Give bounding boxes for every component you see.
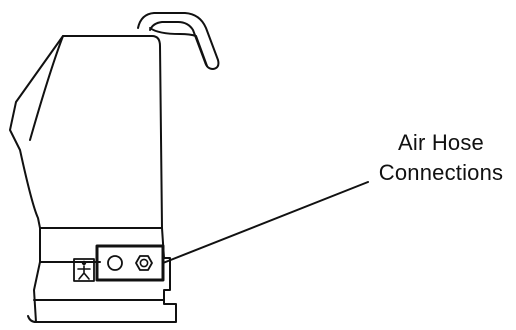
callout-line-1: Air Hose [398,130,484,155]
ports-highlight-box [95,244,165,282]
base-outline [33,227,177,323]
callout-line-2: Connections [378,160,504,185]
base-foot-bottom [27,315,37,323]
callout-label: Air Hose Connections [366,128,516,188]
lid-bevel [29,35,64,141]
hex-port-icon [135,255,153,271]
circle-port-icon [107,255,123,271]
callout-leader-line [162,181,369,264]
lid-outline [9,35,163,229]
type-bf-applied-part-icon [73,258,95,282]
handle-outline [137,12,220,70]
